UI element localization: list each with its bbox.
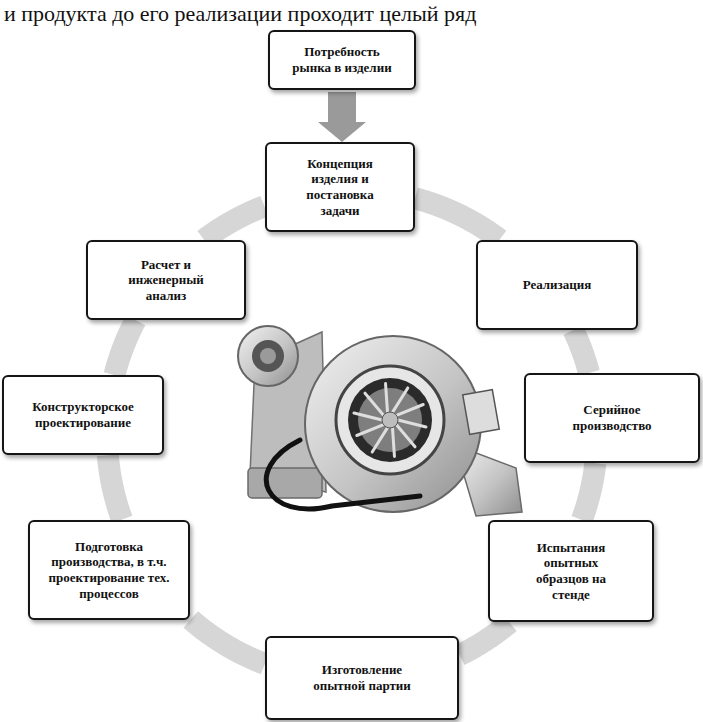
process-box: Подготовка производства, в т.ч. проектир…	[28, 520, 190, 620]
wheel-blade	[398, 420, 426, 427]
wheel-blade	[361, 393, 388, 415]
text-fragment: и продукта до его реализации проходит це…	[4, 2, 476, 26]
cycle-ring-arc	[114, 320, 135, 375]
process-box: Серийное производство	[524, 373, 700, 463]
wheel-blade	[396, 399, 423, 421]
box-label: Потребность рынка в изделии	[292, 44, 392, 75]
cycle-ring-arc	[460, 623, 510, 655]
compressor-port-core	[260, 348, 276, 364]
process-box: Потребность рынка в изделии	[268, 30, 416, 90]
process-box: Расчет и инженерный анализ	[86, 240, 246, 320]
wheel-blades	[354, 384, 426, 457]
compressor-cover	[238, 326, 298, 386]
box-label: Подготовка производства, в т.ч. проектир…	[36, 539, 182, 601]
flow-arrow	[318, 92, 366, 142]
wheel-hub	[382, 412, 398, 428]
cycle-ring-arc	[191, 619, 265, 664]
process-box: Конструкторское проектирование	[2, 375, 164, 455]
box-label: Изготовление опытной партии	[297, 662, 427, 693]
compressor-wheel	[358, 388, 422, 452]
cycle-ring-arc	[582, 463, 596, 520]
oil-hose	[266, 440, 420, 509]
wheel-blade	[379, 384, 394, 413]
cycle-ring-arc	[204, 206, 264, 240]
cycle-ring-arc	[415, 198, 500, 239]
inlet-throat	[348, 378, 432, 462]
process-box: Испытания опытных образцов на стенде	[488, 520, 654, 622]
box-label: Реализация	[492, 277, 622, 293]
box-label: Серийное производство	[557, 402, 667, 433]
wheel-blade	[392, 425, 419, 447]
compressor-port	[252, 340, 284, 372]
name-plate	[463, 390, 499, 435]
wheel-blade	[357, 419, 384, 441]
box-label: Концепция изделия и постановка задачи	[293, 156, 388, 218]
box-label: Расчет и инженерный анализ	[121, 257, 211, 304]
box-label: Конструкторское проектирование	[13, 399, 153, 430]
wheel-blade	[386, 428, 401, 457]
box-label: Испытания опытных образцов на стенде	[532, 540, 610, 602]
cycle-ring-arc	[573, 330, 589, 373]
process-box: Реализация	[476, 240, 638, 330]
inlet-ring	[336, 366, 444, 474]
mounting-flange	[248, 468, 322, 498]
wheel-blade	[354, 413, 382, 420]
cycle-ring-arc	[108, 455, 122, 519]
process-box: Концепция изделия и постановка задачи	[265, 142, 415, 232]
process-box: Изготовление опытной партии	[265, 636, 459, 720]
turbine-volute	[305, 336, 481, 512]
